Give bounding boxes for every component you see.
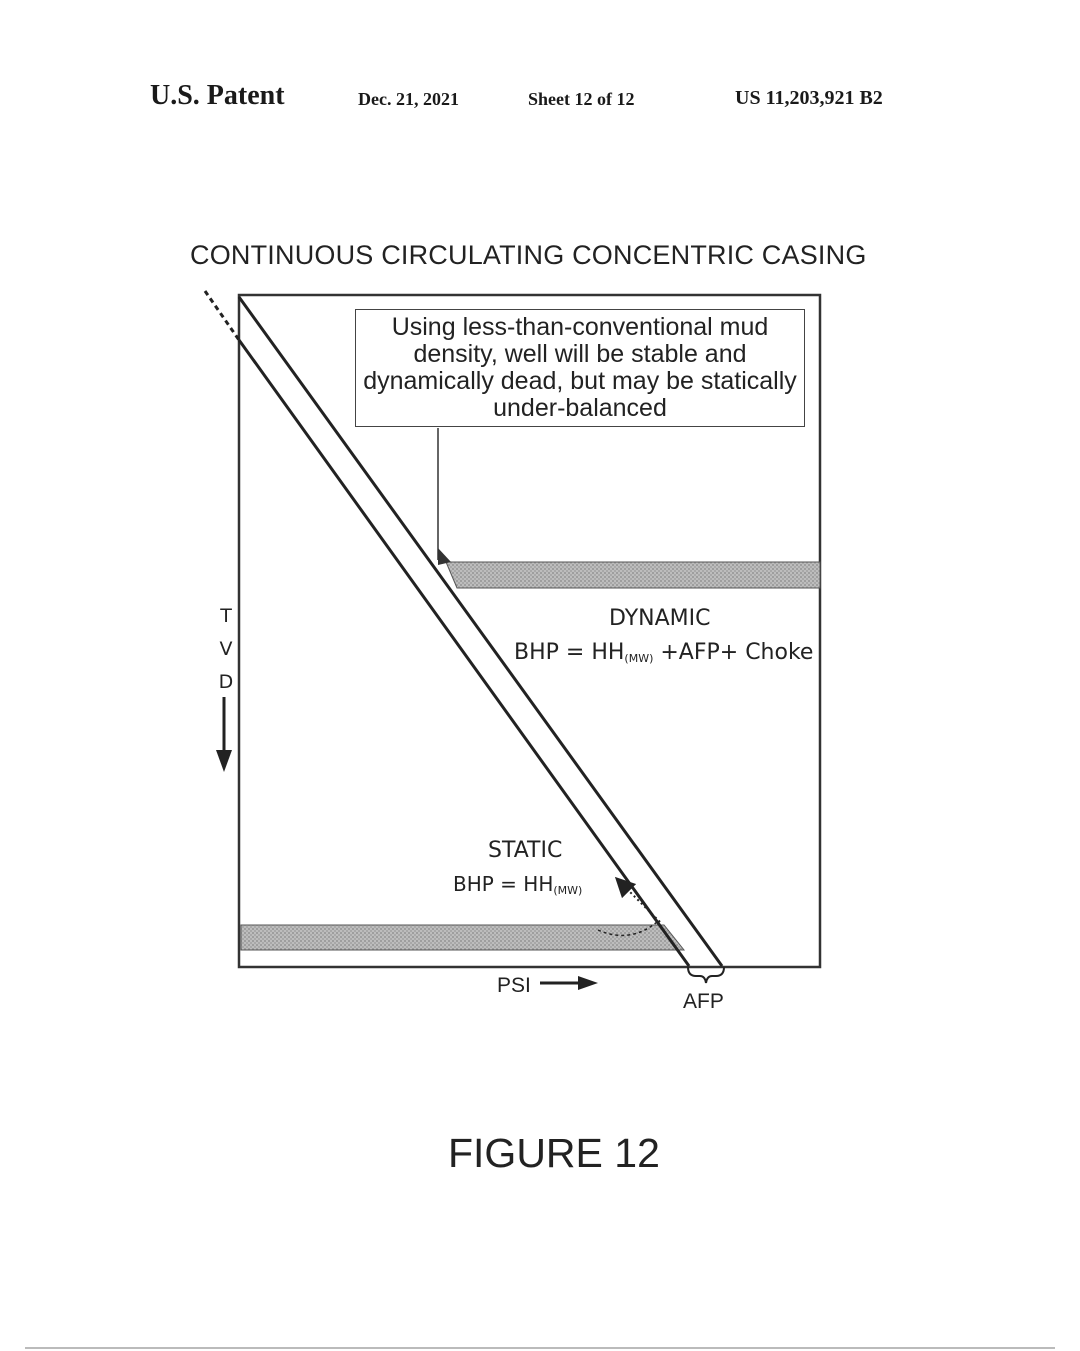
callout-box: Using less-than-conventional mud density… <box>355 309 805 427</box>
static-label: STATIC <box>488 838 563 863</box>
x-axis-label: PSI <box>497 974 531 997</box>
static-eq-prefix: BHP = HH <box>453 872 554 896</box>
plot-frame <box>237 293 822 969</box>
y-axis-letter: D <box>218 671 234 693</box>
dynamic-eq-subscript: (MW) <box>624 652 654 665</box>
dynamic-eq-prefix: BHP = HH <box>514 640 625 665</box>
patent-sheet: Sheet 12 of 12 <box>528 89 635 109</box>
dynamic-label: DYNAMIC <box>609 606 711 631</box>
patent-number: US 11,203,921 B2 <box>735 87 883 109</box>
static-eq-subscript: (MW) <box>553 884 583 897</box>
dynamic-equation: BHP = HH(MW) +AFP+ Choke <box>514 640 813 665</box>
static-shift-arrow <box>614 876 661 923</box>
patent-date: Dec. 21, 2021 <box>358 89 459 109</box>
static-shift-curve <box>597 921 658 937</box>
patent-label: U.S. Patent <box>150 80 285 111</box>
static-gradient-line <box>237 339 691 967</box>
callout-pointer <box>438 548 451 565</box>
dynamic-eq-suffix: +AFP+ Choke <box>653 640 814 665</box>
diagram-title: CONTINUOUS CIRCULATING CONCENTRIC CASING <box>190 240 867 270</box>
y-axis-label: T V D <box>216 600 236 699</box>
figure-caption: FIGURE 12 <box>448 1130 660 1176</box>
static-pressure-band <box>240 924 686 951</box>
y-axis-letter: V <box>219 638 233 660</box>
dynamic-pressure-band <box>445 561 821 589</box>
bottom-divider <box>25 1347 1055 1349</box>
afp-label: AFP <box>683 990 724 1013</box>
y-axis-letter: T <box>220 605 232 627</box>
static-equation: BHP = HH(MW) <box>453 872 582 897</box>
gradient-extension-dashed <box>203 290 241 341</box>
tvd-arrowhead-icon <box>216 750 232 772</box>
psi-arrowhead-icon <box>578 976 598 990</box>
callout-text: Using less-than-conventional mud density… <box>363 313 797 422</box>
dynamic-gradient-line <box>237 296 724 967</box>
afp-brace-icon <box>687 966 725 984</box>
